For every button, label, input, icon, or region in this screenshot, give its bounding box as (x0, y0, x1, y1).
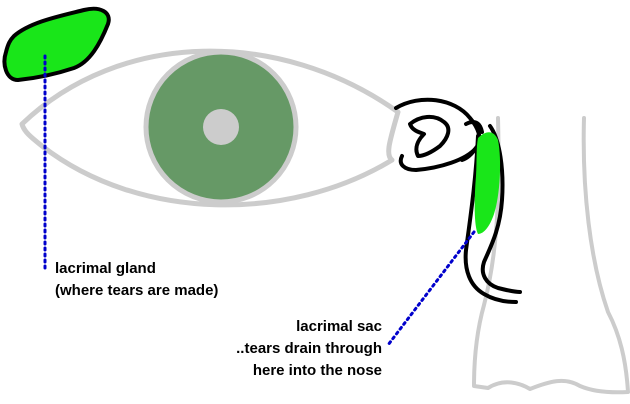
tear-duct-inner (408, 115, 451, 158)
pupil (203, 109, 239, 145)
tear-duct-connector (460, 120, 484, 162)
sac-pointer (386, 230, 476, 347)
gland-label-line1: lacrimal gland (55, 260, 156, 277)
sac-label-line3: here into the nose (252, 362, 382, 379)
gland-label-line2: (where tears are made) (55, 282, 219, 299)
lacrimal-gland-label: lacrimal gland (where tears are made) (55, 258, 218, 302)
sac-label-line1: lacrimal sac (296, 318, 382, 335)
sac-label-line2: ..tears drain through (236, 340, 382, 357)
lacrimal-sac-label: lacrimal sac ..tears drain through here … (236, 316, 382, 382)
lacrimal-sac (474, 132, 501, 234)
nasolacrimal-duct-right (480, 124, 522, 294)
nasolacrimal-duct-left (463, 134, 518, 304)
lacrimal-gland (2, 6, 111, 82)
nose-outline (472, 116, 630, 395)
